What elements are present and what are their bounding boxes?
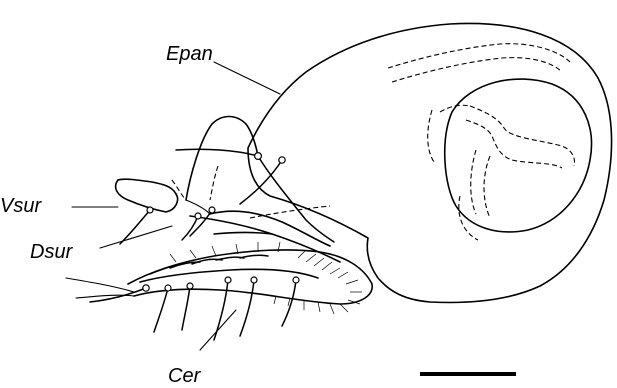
label-vsur: Vsur [0,195,42,217]
epandrium-outline [248,23,612,302]
inner-oval [445,79,592,232]
leader-epan [214,62,280,94]
leader-cer [200,310,236,350]
setae [90,149,334,340]
label-epan: Epan [166,43,213,65]
leader-dsur [100,226,172,248]
ventral-surstylus [116,180,178,212]
label-cer: Cer [168,365,202,387]
label-dsur: Dsur [30,241,74,263]
dorsal-process [186,117,258,201]
